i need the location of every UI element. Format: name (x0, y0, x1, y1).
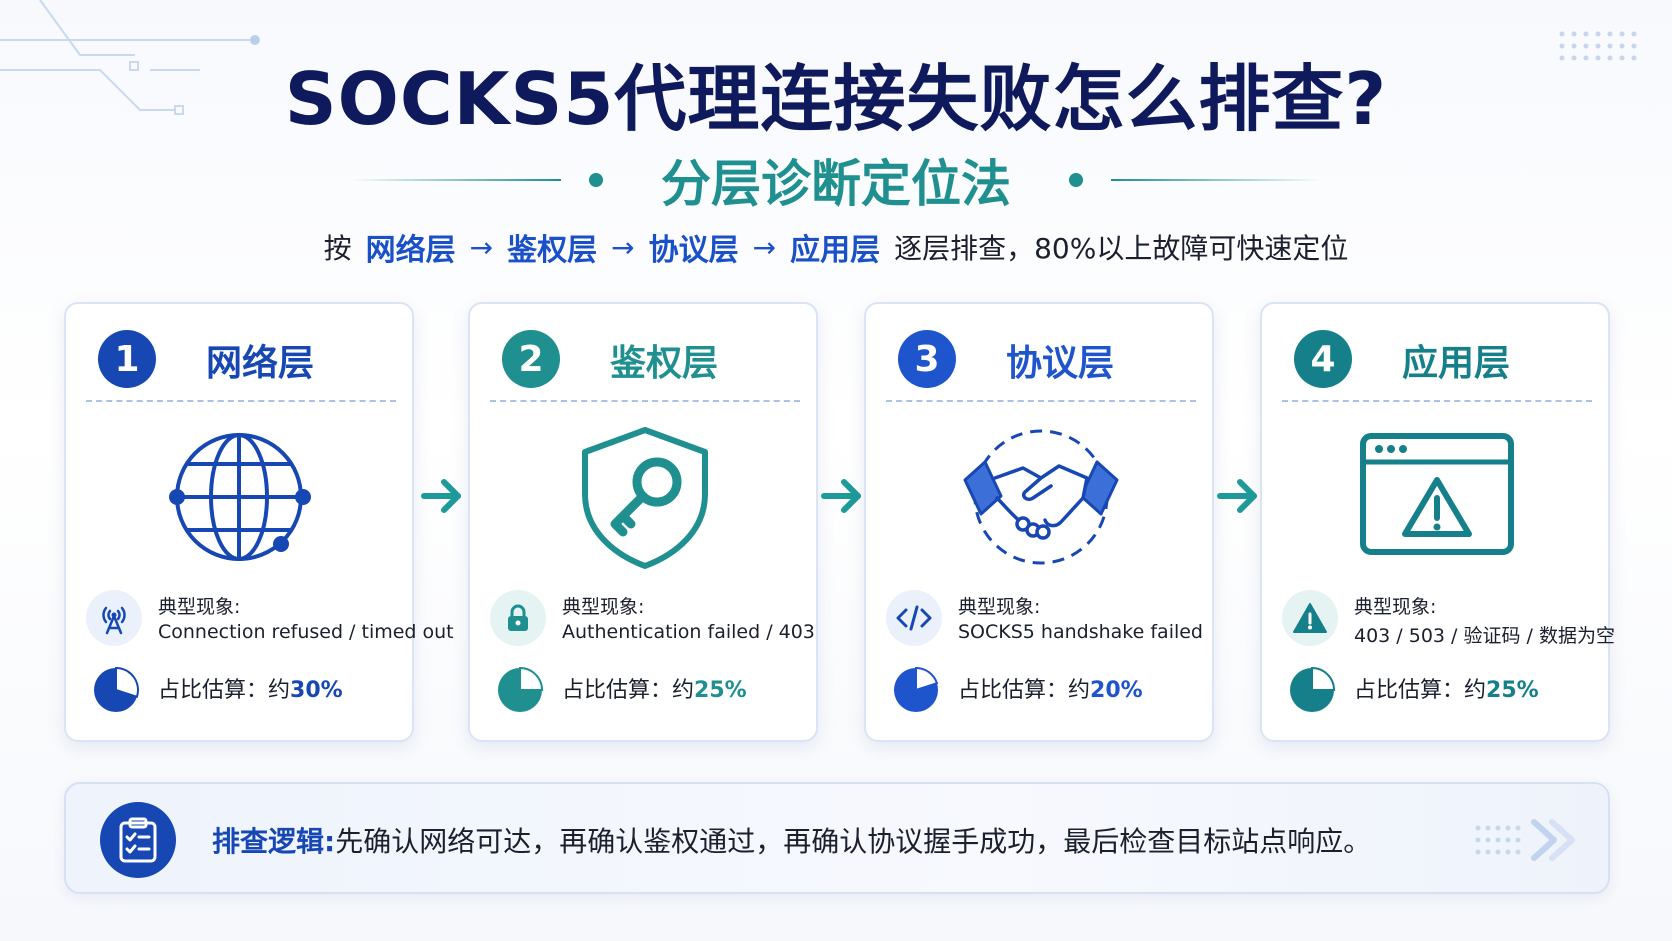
shield-key-icon (582, 427, 708, 569)
estimate-value: 30% (290, 678, 343, 703)
step-number-badge: 3 (898, 330, 956, 388)
subtitle-row: 分层诊断定位法 (0, 140, 1672, 220)
subtitle-line-right (1111, 179, 1321, 181)
layer-flow: 按 网络层 → 鉴权层 → 协议层 → 应用层 逐层排查，80%以上故障可快速定… (0, 222, 1672, 272)
symptom-badge (490, 590, 546, 646)
subtitle-dot-right (1069, 173, 1083, 187)
pie-slice-share (915, 666, 939, 692)
estimate-value: 25% (694, 678, 747, 703)
footer-icon-badge (100, 802, 176, 878)
flow-prefix: 按 (323, 232, 352, 265)
chevron-right-decoration (1475, 819, 1575, 861)
flow-step-network: 网络层 (365, 233, 456, 268)
flow-arrow: → (469, 230, 494, 264)
dot-grid-decoration (1559, 31, 1637, 61)
subtitle: 分层诊断定位法 (661, 155, 1011, 213)
code-icon (896, 605, 932, 631)
symptom-label: 典型现象: (158, 596, 241, 618)
symptom-text: SOCKS5 handshake failed (958, 621, 1203, 643)
estimate: 占比估算：约25% (1354, 672, 1539, 704)
pie-slice-share (115, 666, 139, 699)
globe-network-icon (169, 433, 311, 561)
estimate-label: 占比估算：约 (562, 678, 695, 703)
pie-slice-share (519, 666, 544, 691)
layer-title: 应用层 (1402, 343, 1511, 384)
estimate-label: 占比估算：约 (158, 678, 291, 703)
step-number-badge: 1 (98, 330, 156, 388)
pie-chart-icon (498, 666, 544, 712)
handshake-icon (963, 429, 1119, 565)
arrow-right-icon (1217, 479, 1257, 513)
symptom-badge (886, 590, 942, 646)
flow-suffix: 逐层排查，80%以上故障可快速定位 (894, 232, 1349, 265)
layer-title: 鉴权层 (610, 343, 719, 384)
estimate: 占比估算：约20% (958, 672, 1143, 704)
symptom-text: Authentication failed / 403 (562, 621, 815, 643)
divider (490, 400, 800, 402)
flow-arrow: → (611, 230, 635, 264)
troubleshooting-logic-panel: 排查逻辑:先确认网络可达，再确认鉴权通过，再确认协议握手成功，最后检查目标站点响… (64, 782, 1610, 894)
divider (86, 400, 396, 402)
pie-chart-icon (94, 666, 139, 712)
symptom-badge (1282, 590, 1338, 646)
estimate: 占比估算：约30% (158, 672, 343, 704)
pie-chart-icon (1290, 666, 1336, 712)
estimate-label: 占比估算：约 (958, 678, 1091, 703)
step-number-badge: 2 (502, 330, 560, 388)
footer-text: 排查逻辑:先确认网络可达，再确认鉴权通过，再确认协议握手成功，最后检查目标站点响… (212, 820, 1371, 860)
layer-card-application: 4 应用层 典型现象: 403 / 503 / 验证码 / 数据为空 占比估算：… (1260, 302, 1615, 742)
page-title: SOCKS5代理连接失败怎么排查? (284, 57, 1388, 141)
warning-icon (1293, 603, 1327, 633)
estimate: 占比估算：约25% (562, 672, 747, 704)
symptom-text: 403 / 503 / 验证码 / 数据为空 (1354, 625, 1615, 647)
symptom-label: 典型现象: (562, 596, 645, 618)
subtitle-dot-left (589, 173, 603, 187)
circuit-decoration-left (0, 0, 260, 115)
flow-step-application: 应用层 (790, 233, 881, 268)
lock-icon (508, 604, 528, 631)
estimate-label: 占比估算：约 (1354, 678, 1487, 703)
estimate-value: 20% (1090, 678, 1143, 703)
flow-arrow: → (752, 230, 777, 264)
symptom-text: Connection refused / timed out (158, 621, 454, 643)
flow-step-auth: 鉴权层 (507, 233, 598, 268)
symptom-badge (86, 590, 142, 646)
step-number-badge: 4 (1294, 330, 1352, 388)
arrow-right-icon (821, 479, 861, 513)
estimate-value: 25% (1486, 678, 1539, 703)
flow-step-protocol: 协议层 (648, 233, 739, 268)
footer-label: 排查逻辑: (212, 825, 336, 858)
symptom-label: 典型现象: (958, 596, 1041, 618)
symptom-label: 典型现象: (1354, 596, 1437, 618)
browser-warning-icon (1360, 433, 1514, 555)
pie-chart-icon (894, 666, 939, 712)
layer-card-network: 1 网络层 典型现象: Connection refused / timed o… (64, 302, 454, 742)
footer-content: 先确认网络可达，再确认鉴权通过，再确认协议握手成功，最后检查目标站点响应。 (335, 825, 1372, 858)
layer-card-auth: 2 鉴权层 典型现象: Authentication failed / 403 … (468, 302, 818, 742)
arrow-right-icon (421, 479, 461, 513)
antenna-icon (102, 606, 126, 635)
divider (886, 400, 1196, 402)
layer-title: 协议层 (1006, 343, 1115, 384)
layer-card-protocol: 3 协议层 典型现象: SOCKS5 handshake failed 占比估算… (864, 302, 1214, 742)
subtitle-line-left (351, 179, 561, 181)
layer-title: 网络层 (206, 343, 315, 384)
clipboard-checklist-icon (119, 817, 157, 863)
pie-slice-share (1311, 666, 1336, 691)
divider (1282, 400, 1592, 402)
